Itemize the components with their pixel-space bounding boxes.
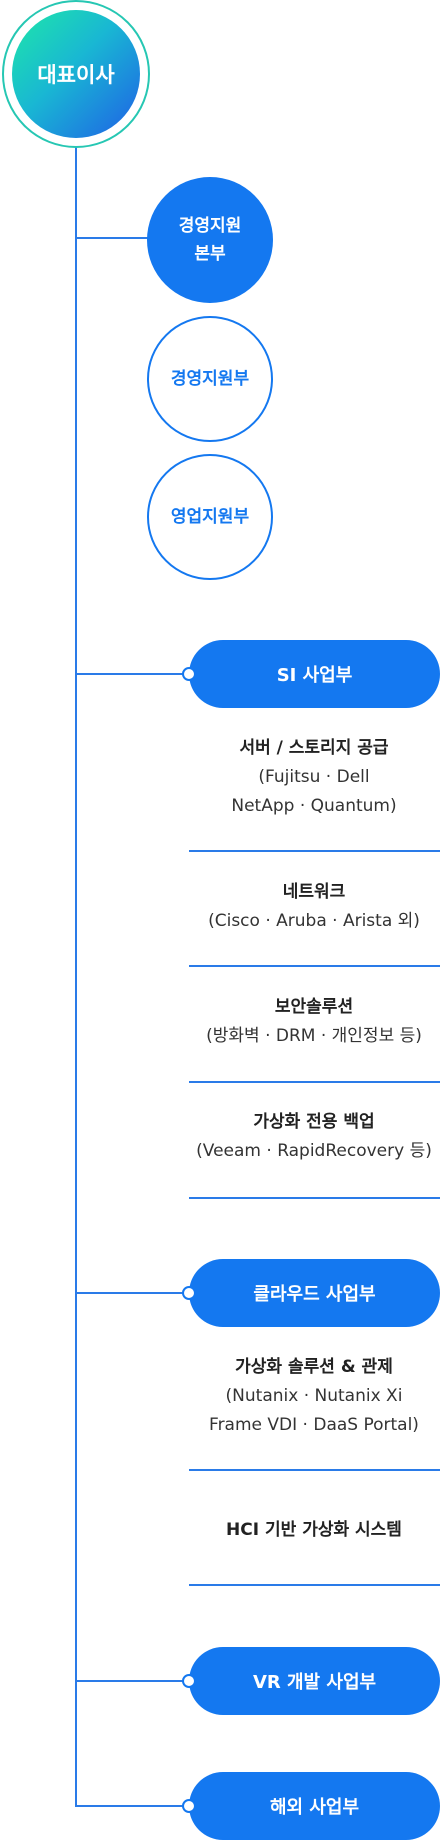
support-node-line: 경영지원 <box>178 216 242 236</box>
item-title: 서버 / 스토리지 공급 <box>239 738 389 758</box>
division-label: SI 사업부 <box>276 665 353 686</box>
item-title: HCI 기반 가상화 시스템 <box>226 1520 402 1540</box>
division-connector <box>75 1680 189 1682</box>
division-label: VR 개발 사업부 <box>252 1672 377 1693</box>
item-divider <box>189 965 440 967</box>
division-item: 가상화 전용 백업 (Veeam · RapidRecovery 등) <box>188 1108 440 1166</box>
division-label: 해외 사업부 <box>269 1797 360 1818</box>
item-desc: (방화벽 · DRM · 개인정보 등) <box>206 1026 422 1046</box>
division-connector <box>75 1805 189 1807</box>
division-overseas: 해외 사업부 <box>189 1772 440 1840</box>
item-divider <box>189 850 440 852</box>
support-node-management: 경영지원부 <box>147 316 273 442</box>
item-desc: (Cisco · Aruba · Arista 외) <box>208 911 420 931</box>
item-title: 네트워크 <box>282 882 346 902</box>
item-desc: (Veeam · RapidRecovery 등) <box>196 1141 432 1161</box>
division-cloud: 클라우드 사업부 <box>189 1259 440 1327</box>
ceo-label: 대표이사 <box>37 63 115 87</box>
item-title: 가상화 전용 백업 <box>253 1112 375 1132</box>
ceo-node: 대표이사 <box>12 10 140 138</box>
division-item: HCI 기반 가상화 시스템 <box>188 1516 440 1545</box>
main-connector <box>75 146 77 1806</box>
division-connector-dot <box>182 1799 196 1813</box>
item-desc: NetApp · Quantum) <box>231 796 397 816</box>
item-desc: Frame VDI · DaaS Portal) <box>209 1415 419 1435</box>
division-connector-dot <box>182 1286 196 1300</box>
item-divider <box>189 1584 440 1586</box>
item-title: 가상화 솔루션 & 관제 <box>235 1357 393 1377</box>
division-connector-dot <box>182 667 196 681</box>
division-si: SI 사업부 <box>189 640 440 708</box>
division-connector-dot <box>182 1674 196 1688</box>
item-divider <box>189 1197 440 1199</box>
item-desc: (Fujitsu · Dell <box>258 767 370 787</box>
division-item: 가상화 솔루션 & 관제 (Nutanix · Nutanix Xi Frame… <box>188 1353 440 1440</box>
division-item: 보안솔루션 (방화벽 · DRM · 개인정보 등) <box>188 993 440 1051</box>
support-node-sales: 영업지원부 <box>147 454 273 580</box>
support-node-hq: 경영지원 본부 <box>147 177 273 303</box>
division-item: 서버 / 스토리지 공급 (Fujitsu · Dell NetApp · Qu… <box>188 734 440 821</box>
item-desc: (Nutanix · Nutanix Xi <box>225 1386 403 1406</box>
division-label: 클라우드 사업부 <box>253 1284 376 1305</box>
support-node-line: 경영지원부 <box>170 369 250 389</box>
item-title: 보안솔루션 <box>274 997 354 1017</box>
division-connector <box>75 673 189 675</box>
item-divider <box>189 1081 440 1083</box>
item-divider <box>189 1469 440 1471</box>
support-node-line: 영업지원부 <box>170 507 250 527</box>
division-item: 네트워크 (Cisco · Aruba · Arista 외) <box>188 878 440 936</box>
support-node-line: 본부 <box>194 244 226 264</box>
division-vr: VR 개발 사업부 <box>189 1647 440 1715</box>
support-branch-connector <box>75 237 149 239</box>
division-connector <box>75 1292 189 1294</box>
